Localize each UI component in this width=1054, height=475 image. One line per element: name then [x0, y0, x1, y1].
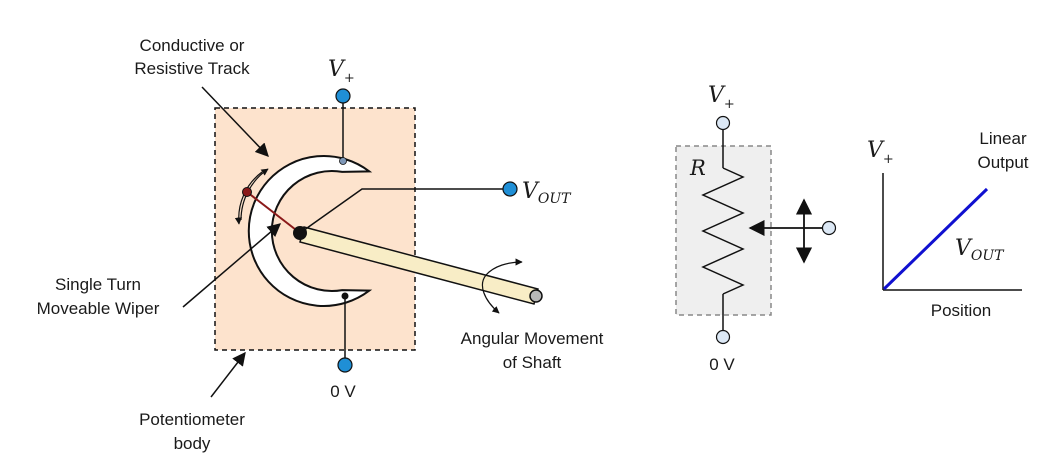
resistor-label: R [689, 156, 706, 180]
rotation-arrow [481, 258, 523, 314]
wiper-label-line1: Single Turn [55, 275, 141, 294]
graph-x-label: Position [931, 301, 991, 320]
schematic-vplus-terminal [715, 115, 731, 131]
shaft-label-line2: of Shaft [503, 353, 562, 372]
ground-terminal [337, 357, 353, 373]
schematic-vplus-label: V+ [708, 83, 735, 112]
graph-vout-label: VOUT [955, 236, 1005, 264]
graph-output-line [882, 187, 989, 291]
shaft-label-line1: Angular Movement [461, 329, 604, 348]
wiper-link [246, 191, 301, 234]
vplus-label: V+ [328, 57, 355, 86]
schematic-vout-terminal [821, 220, 837, 236]
resistive-track [247, 155, 373, 307]
resistor-symbol [701, 167, 745, 295]
track-top-contact [339, 157, 347, 165]
track-label-line1: Conductive or [140, 36, 245, 55]
potentiometer-body [214, 107, 416, 351]
graph-line-label-line1: Linear [979, 129, 1027, 148]
shaft-end [529, 289, 543, 303]
track-bottom-contact [341, 292, 349, 300]
vout-label: VOUT [522, 179, 572, 207]
wiper-label-line2: Moveable Wiper [37, 299, 160, 318]
graph-vplus-label: V+ [867, 138, 894, 167]
schematic-ground-terminal [715, 329, 731, 345]
body-label-line1: Potentiometer [139, 410, 245, 429]
wiper-pointer-arrow [182, 223, 282, 308]
body-pointer-arrow [210, 351, 246, 398]
vplus-terminal [335, 88, 351, 104]
ground-label: 0 V [330, 382, 356, 401]
wiper-contact [242, 187, 252, 197]
track-label-line2: Resistive Track [134, 59, 250, 78]
graph-line-label-line2: Output [977, 153, 1028, 172]
vout-terminal [502, 181, 518, 197]
body-label-line2: body [174, 434, 211, 453]
schematic-ground-label: 0 V [709, 355, 735, 374]
track-pointer-arrow [201, 86, 269, 157]
vout-wire [299, 188, 506, 234]
